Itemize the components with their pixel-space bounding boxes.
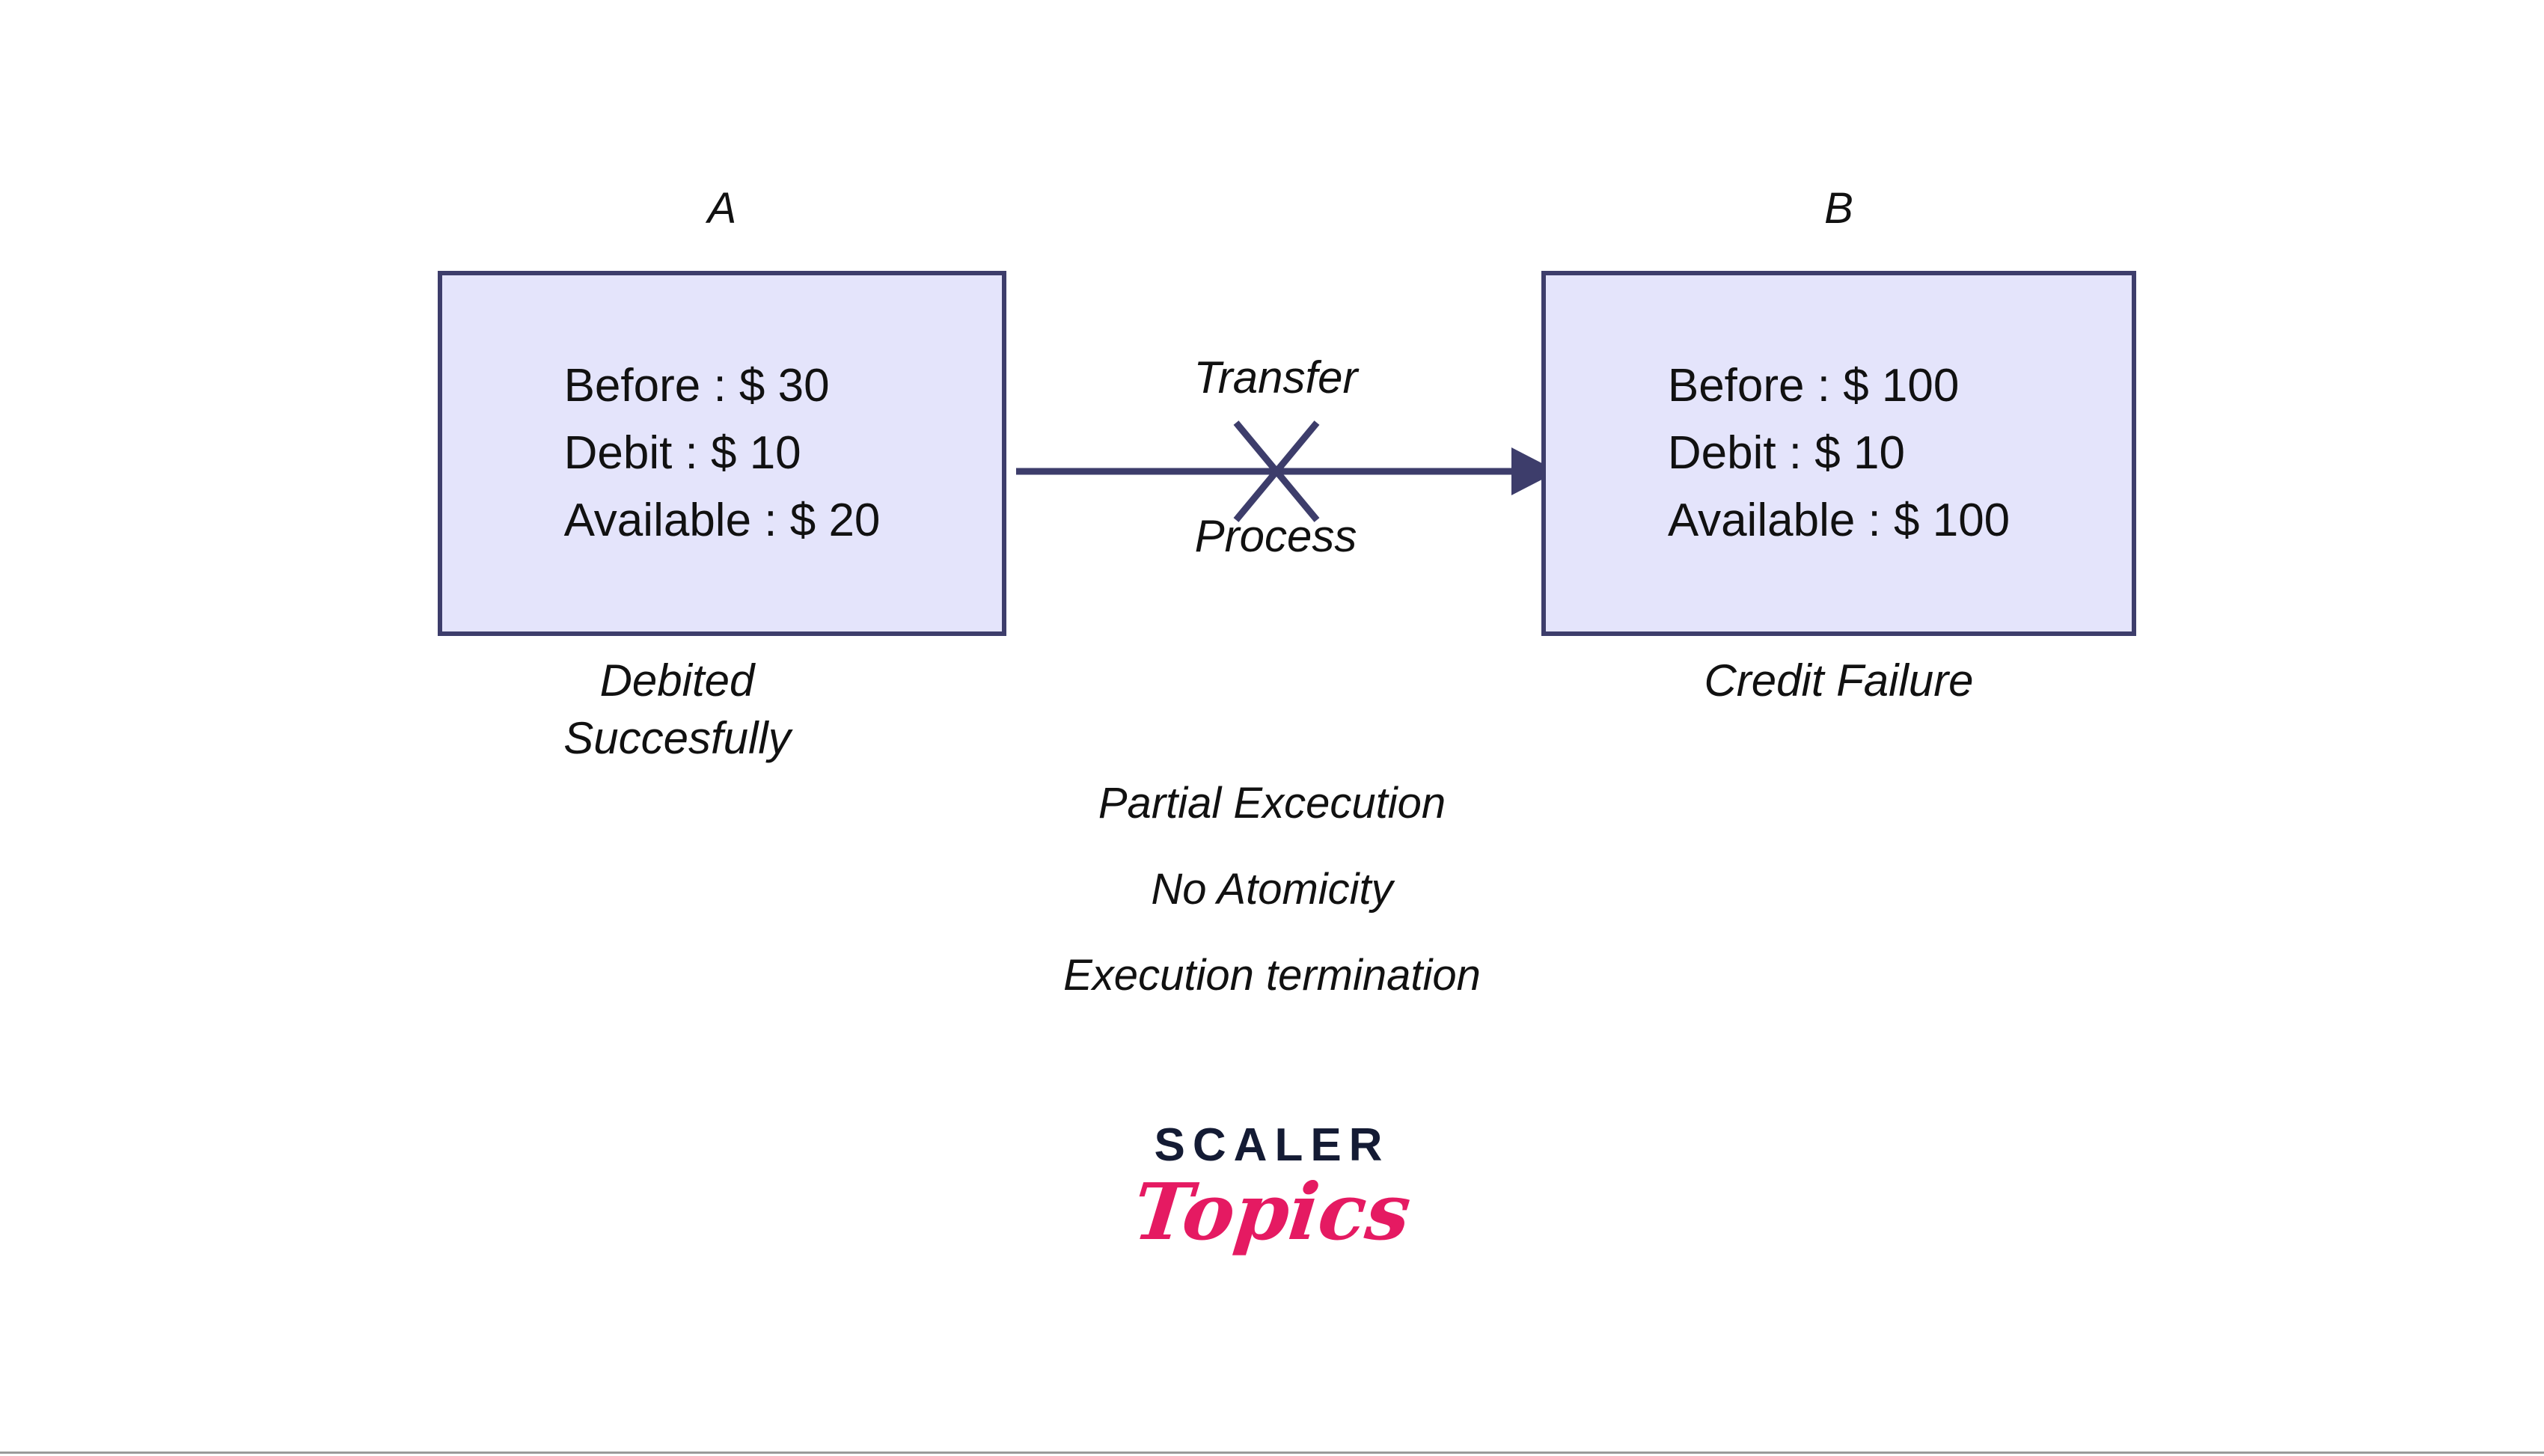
account-b-box: Before : $ 100 Debit : $ 10 Available : … [1541, 271, 2136, 636]
logo-wordmark-scaler: SCALER [1154, 1119, 1390, 1171]
account-a-available: Available : $ 20 [563, 495, 881, 546]
account-a-caption-line-1: Debited [599, 655, 755, 706]
account-b-available: Available : $ 100 [1667, 495, 2011, 546]
account-a-debit: Debit : $ 10 [563, 427, 801, 479]
process-label: Process [1194, 511, 1357, 561]
arrow-head-icon [1511, 447, 1558, 495]
account-a-caption-line-2: Succesfully [563, 712, 791, 763]
account-b-caption: Credit Failure [1541, 652, 2136, 710]
logo-script-topics: Topics [1129, 1166, 1415, 1258]
transfer-label: Transfer [1193, 352, 1358, 403]
account-b-caption-line-1: Credit Failure [1704, 655, 1974, 706]
note-partial-execution: Partial Excecution [1098, 779, 1446, 828]
transfer-arrow [1016, 420, 1558, 522]
account-b-values: Before : $ 100 Debit : $ 10 Available : … [1668, 352, 2010, 554]
bottom-divider [0, 1452, 2544, 1454]
account-a-label: A [707, 184, 737, 233]
account-b-label: B [1824, 184, 1853, 233]
account-a-before: Before : $ 30 [563, 360, 830, 412]
scaler-topics-logo: SCALER Topics [0, 1119, 2544, 1258]
failure-cross-stroke-2 [1233, 420, 1320, 522]
account-b-debit: Debit : $ 10 [1667, 427, 1905, 479]
account-b-before: Before : $ 100 [1667, 360, 1960, 412]
note-execution-termination: Execution termination [1063, 951, 1481, 1000]
account-a-caption: Debited Succesfully [393, 652, 961, 768]
account-a-box: Before : $ 30 Debit : $ 10 Available : $… [438, 271, 1006, 636]
account-a-values: Before : $ 30 Debit : $ 10 Available : $… [564, 352, 881, 554]
note-no-atomicity: No Atomicity [1151, 865, 1393, 914]
